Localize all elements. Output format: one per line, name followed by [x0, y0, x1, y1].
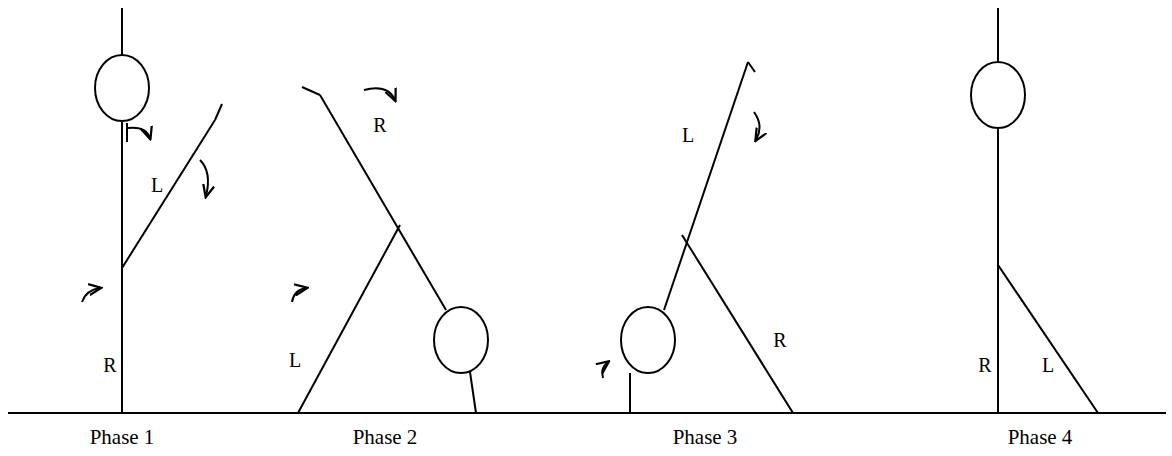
limb-label: R — [103, 355, 116, 375]
phase-caption: Phase 4 — [1008, 427, 1073, 448]
phase-caption: Phase 2 — [353, 427, 418, 448]
limb-label: R — [978, 355, 991, 375]
phase-caption: Phase 3 — [673, 427, 738, 448]
limb-label: L — [289, 350, 301, 370]
figure-phase-3 — [602, 62, 793, 413]
limb-label: L — [1042, 355, 1054, 375]
limb-label: L — [682, 125, 694, 145]
figure-phase-4 — [971, 8, 1098, 413]
limb-label: L — [151, 175, 163, 195]
figure-phase-2 — [292, 87, 488, 413]
limb-label: R — [773, 330, 786, 350]
figure-phase-1 — [82, 8, 222, 413]
limb-label: R — [373, 115, 386, 135]
ground-line — [8, 412, 1166, 414]
phase-caption: Phase 1 — [90, 427, 155, 448]
